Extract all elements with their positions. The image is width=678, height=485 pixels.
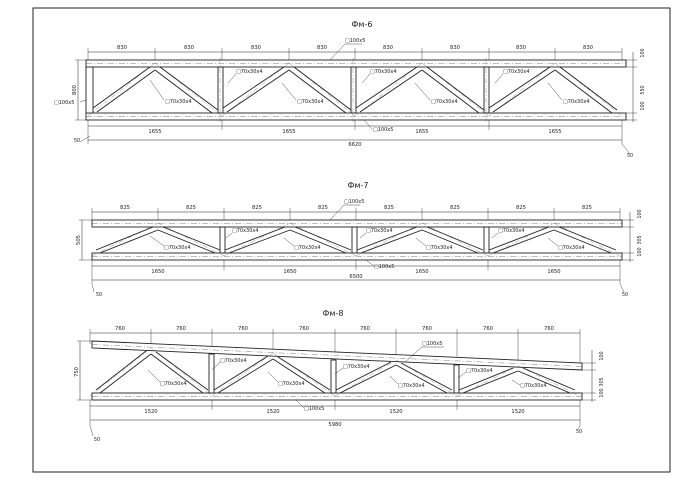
dim-label: 760: [483, 326, 493, 332]
dim-label: 760: [176, 326, 186, 332]
truss-fm6: Фм-6 830 830 830 830 830 830 830 830: [54, 20, 646, 159]
bottom-dim: 1520: [266, 409, 279, 415]
truss-fm7-title: Фм-7: [348, 181, 369, 190]
dim-label: 830: [317, 45, 327, 51]
bottom-dim: 1655: [548, 129, 561, 135]
bottom-dim: 1650: [151, 269, 164, 275]
web-label: □70х30х4: [343, 364, 370, 370]
bottom-dim: 1650: [415, 269, 428, 275]
dim-label: 825: [318, 205, 328, 211]
web-label: □70х30х4: [278, 381, 305, 387]
dim-label: 760: [238, 326, 248, 332]
right-dim: 100: [599, 388, 605, 397]
end-dim: 50: [74, 138, 80, 144]
bottom-dim: 1655: [415, 129, 428, 135]
end-post-label: □100х5: [54, 100, 74, 106]
web-label: □70х30х4: [431, 99, 458, 105]
dim-label: 830: [516, 45, 526, 51]
truss-fm8-top-dims: 760 760 760 760 760 760 760 760: [115, 326, 554, 332]
dim-label: 830: [583, 45, 593, 51]
right-dim: 100: [599, 351, 605, 360]
web-label: □70х30х4: [498, 228, 525, 234]
dim-label: 825: [516, 205, 526, 211]
web-label: □70х30х4: [220, 358, 247, 364]
dim-label: 760: [360, 326, 370, 332]
web-label: □70х30х4: [398, 383, 425, 389]
height-dim: 800: [72, 85, 78, 95]
overall-dim: 6620: [348, 142, 361, 148]
web-label: □70х30х4: [297, 99, 324, 105]
bottom-chord-label: □100х5: [304, 406, 324, 412]
right-dim: 100: [637, 209, 643, 218]
dim-label: 760: [422, 326, 432, 332]
top-chord-label: □100х5: [345, 38, 365, 44]
bottom-dim: 1520: [144, 409, 157, 415]
end-post: [85, 66, 94, 114]
right-dim: 100: [640, 48, 646, 57]
end-dim: 50: [627, 153, 633, 159]
top-chord-label: □100х5: [344, 199, 364, 205]
dim-label: 760: [299, 326, 309, 332]
bottom-dim: 1650: [283, 269, 296, 275]
dim-label: 830: [251, 45, 261, 51]
right-dim: 100: [640, 101, 646, 110]
end-dim: 50: [622, 292, 628, 298]
web-label: □70х30х4: [160, 381, 187, 387]
web-label: □70х30х4: [558, 245, 585, 251]
truss-fm8-title: Фм-8: [323, 309, 344, 318]
right-dim: 100: [637, 247, 643, 256]
dim-label: 830: [117, 45, 127, 51]
overall-dim: 5980: [328, 422, 341, 428]
right-dim: 550: [640, 85, 646, 94]
dim-label: 825: [450, 205, 460, 211]
dim-label: 830: [450, 45, 460, 51]
web-label: □70х30х4: [503, 69, 530, 75]
bottom-dim: 1520: [389, 409, 402, 415]
web-label: □70х30х4: [164, 245, 191, 251]
web-label: □70х30х4: [294, 245, 321, 251]
web-label: □70х30х4: [236, 69, 263, 75]
web-label: □70х30х4: [520, 383, 547, 389]
dim-label: 825: [384, 205, 394, 211]
web-label: □70х30х4: [563, 99, 590, 105]
end-dim: 50: [96, 292, 102, 298]
truss-fm6-top-dims: 830 830 830 830 830 830 830 830: [117, 45, 593, 51]
bottom-dim: 1655: [282, 129, 295, 135]
dim-label: 825: [120, 205, 130, 211]
web-label: □70х30х4: [165, 99, 192, 105]
truss-fm6-title: Фм-6: [352, 20, 373, 29]
dim-label: 825: [582, 205, 592, 211]
bottom-chord-label: □100х5: [374, 264, 394, 270]
web-label: □70х30х4: [426, 245, 453, 251]
height-dim: 505: [76, 235, 82, 245]
dim-label: 760: [544, 326, 554, 332]
truss-fm7-top-dims: 825 825 825 825 825 825 825 825: [120, 205, 592, 211]
dim-label: 825: [186, 205, 196, 211]
dim-label: 825: [252, 205, 262, 211]
sheet-frame: [32, 7, 671, 473]
end-dim: 50: [94, 437, 100, 443]
bottom-dim: 1655: [148, 129, 161, 135]
dim-label: 830: [184, 45, 194, 51]
web-label: □70х30х4: [232, 228, 259, 234]
end-dim: 50: [576, 429, 582, 435]
bottom-dim: 1520: [511, 409, 524, 415]
bottom-chord-label: □100х5: [373, 127, 393, 133]
right-dim: 305: [599, 377, 605, 386]
height-dim: 750: [74, 367, 80, 377]
dim-label: 760: [115, 326, 125, 332]
truss-fm7: Фм-7 825 825 825 825 825 825 825 825: [76, 181, 643, 298]
overall-dim: 6500: [349, 274, 362, 280]
web-label: □70х30х4: [370, 69, 397, 75]
dim-label: 830: [383, 45, 393, 51]
truss-fm8: Фм-8 760 760 760 760 760 760 760 760: [74, 309, 605, 443]
right-dim: 305: [637, 235, 643, 244]
bottom-dim: 1650: [547, 269, 560, 275]
web-label: □70х30х4: [366, 228, 393, 234]
top-chord-label: □100х5: [422, 341, 442, 347]
web-label: □70х30х4: [466, 368, 493, 374]
